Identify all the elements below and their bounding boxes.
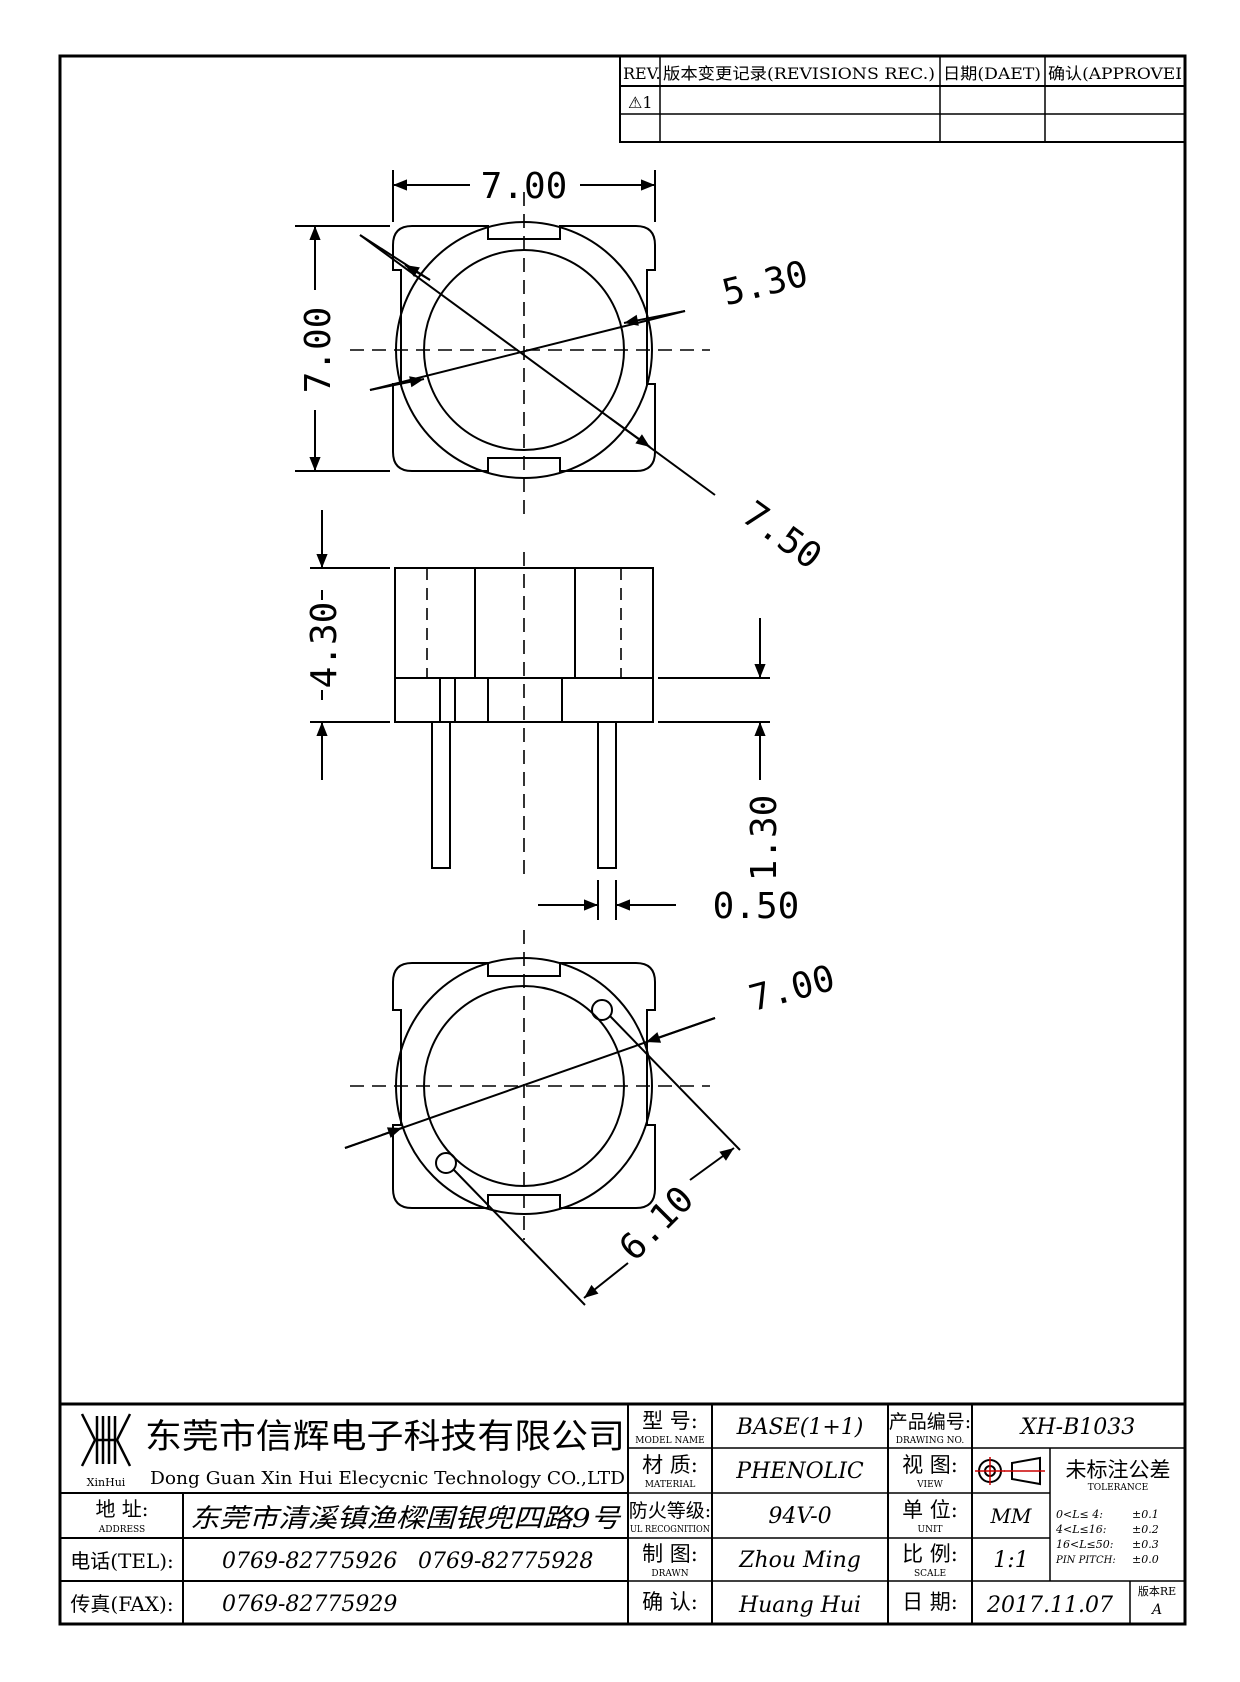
company-name-cn: 东莞市信辉电子科技有限公司 [145,1417,625,1457]
base-height-dimension: 1.30 [744,795,785,882]
unit-label-en: UNIT [917,1525,942,1535]
pin-circle-dimension: 6.10 [612,1179,702,1269]
drawn-label: 制 图: [642,1542,698,1566]
fire-label: 防火等级: [629,1500,711,1522]
model-value: BASE(1+1) [736,1415,864,1440]
pin-right [597,721,617,869]
view-label: 视 图: [902,1453,958,1477]
side-view-base [394,677,654,723]
body-height-dimension: 4.30 [304,602,345,689]
bottom-view [350,930,710,1240]
model-label: 型 号: [642,1409,698,1433]
pin-left [431,721,451,869]
side-view [394,552,654,880]
bottom-view-dimensions [344,1015,741,1306]
address-value: 东莞市清溪镇渔樑围银兜四路9号 [190,1504,622,1534]
company-logo [80,1413,132,1467]
scale-label: 比 例: [902,1542,958,1566]
bottom-pin-hole-1 [591,999,613,1021]
revision-row-1-rev: ⚠1 [628,93,653,112]
version-value: A [1150,1602,1162,1618]
unit-label: 单 位: [902,1498,958,1522]
model-label-en: MODEL NAME [635,1436,704,1446]
fire-value: 94V-0 [768,1504,831,1529]
fax-value: 0769-82775929 [222,1592,397,1617]
inner-diameter-dimension: 5.30 [718,253,812,314]
top-view [350,192,710,522]
sheet-border [58,54,1187,1626]
drawn-value: Zhou Ming [738,1548,861,1573]
view-label-en: VIEW [916,1480,944,1490]
bottom-view-outline [392,962,656,1209]
tolerance-range-3: 16<L≤50: [1056,1538,1113,1551]
projection-symbol-icon [975,1456,1045,1486]
tolerance-value-2: ±0.2 [1132,1523,1159,1536]
logo-text: XinHui [87,1476,126,1489]
revision-date-header: 日期(DAET) [943,64,1041,83]
bottom-pin-hole-2 [435,1152,457,1174]
bottom-diameter-dimension: 7.00 [745,958,839,1020]
revision-approve-header: 确认(APPROVEI [1048,64,1182,83]
drawing-no-value: XH-B1033 [1019,1415,1135,1440]
drawing-no-label: 产品编号: [889,1411,971,1433]
top-width-dimension: 7.00 [481,166,568,207]
fax-label: 传真(FAX): [70,1592,173,1616]
address-label-en: ADDRESS [98,1525,145,1535]
scale-value: 1:1 [993,1548,1028,1573]
tel-2: 0769-82775928 [418,1549,593,1574]
top-height-dimension: 7.00 [298,307,339,394]
confirm-value: Huang Hui [738,1593,861,1618]
drawing-no-label-en: DRAWING NO. [896,1436,965,1446]
unit-value: MM [990,1504,1032,1528]
tolerance-value-4: ±0.0 [1132,1553,1159,1566]
confirm-label: 确 认: [642,1590,698,1614]
tel-1: 0769-82775926 [222,1549,397,1574]
date-value: 2017.11.07 [986,1593,1113,1618]
material-label: 材 质: [642,1453,698,1477]
material-label-en: MATERIAL [645,1480,696,1490]
material-value: PHENOLIC [735,1459,864,1484]
rev-header: REV. [623,64,661,83]
tolerance-range-4: PIN PITCH: [1055,1555,1116,1566]
company-name-en: Dong Guan Xin Hui Elecycnic Technology C… [150,1468,625,1489]
tolerance-range-1: 0<L≤ 4: [1056,1508,1103,1521]
pin-diameter-dimension: 0.50 [713,886,800,927]
drawn-label-en: DRAWN [651,1569,688,1579]
address-label: 地 址: [95,1497,148,1521]
revision-table: REV. 版本变更记录(REVISIONS REC.) 日期(DAET) 确认(… [619,55,1186,143]
tolerance-value-1: ±0.1 [1132,1508,1159,1521]
title-block [60,1402,1185,1624]
top-view-dimensions [295,170,716,496]
tolerance-value-3: ±0.3 [1132,1538,1159,1551]
tolerance-label: 未标注公差 [1066,1458,1171,1482]
tel-label: 电话(TEL): [70,1549,174,1573]
side-view-dimensions [310,510,770,920]
scale-label-en: SCALE [914,1569,946,1579]
date-label: 日 期: [902,1590,958,1614]
top-view-outline [392,225,656,472]
tolerance-label-en: TOLERANCE [1088,1483,1149,1493]
tolerance-range-2: 4<L≤16: [1055,1523,1106,1536]
version-label: 版本RE [1138,1584,1176,1598]
fire-label-en: UL RECOGNITION [630,1525,710,1535]
revision-record-header: 版本变更记录(REVISIONS REC.) [663,64,935,83]
outer-diameter-dimension: 7.50 [735,494,829,578]
